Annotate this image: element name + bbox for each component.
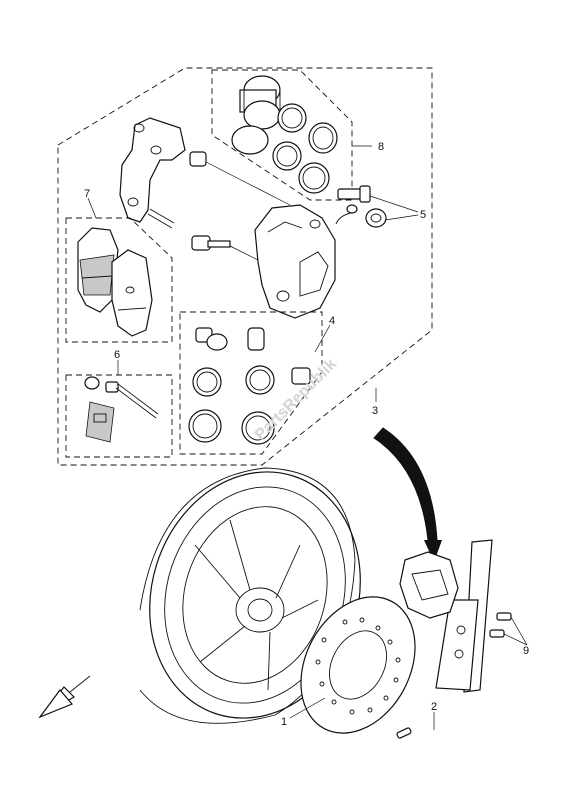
brake-pad-right [111,249,153,337]
slide-bolt [191,235,263,263]
callout-6: 6 [114,349,120,361]
caliper-bracket [119,117,186,229]
caliper-parts [188,327,311,445]
callout-5: 5 [420,209,426,221]
leader-7 [87,197,97,219]
pad-pin-box [65,374,173,458]
brake-pad-box [65,217,173,343]
front-fork-leg [435,539,493,693]
callout-2: 2 [431,701,437,713]
callout-8: 8 [378,141,384,153]
tire-outline [139,467,356,724]
brake-disc [300,596,416,734]
callout-1: 1 [281,716,287,728]
disc-bolt [396,727,412,739]
leader-5a [369,195,419,213]
pad-spring [85,401,115,443]
bleed-screw [337,185,371,203]
leader-9a [510,616,528,646]
pad-pin [84,376,159,419]
caliper-parts-box [179,311,323,455]
leader-9b [503,633,528,646]
leader-1 [289,697,326,719]
callout-7: 7 [84,188,90,200]
leader-4 [314,324,331,353]
brake-pad-left [77,227,119,313]
callout-4: 4 [329,315,335,327]
slide-pin-boot [189,151,291,206]
caliper-mount-bolts [489,612,512,638]
leader-5b [384,214,419,221]
mounted-caliper [399,551,459,619]
assembly-arrow [373,427,438,541]
bleed-cap [335,204,387,228]
seal-kit-parts [231,75,338,194]
assembly-arrowhead [424,540,442,562]
callout-9: 9 [523,645,529,657]
callout-3: 3 [372,405,378,417]
caliper-body [254,204,336,319]
forward-direction-arrow [38,675,91,719]
